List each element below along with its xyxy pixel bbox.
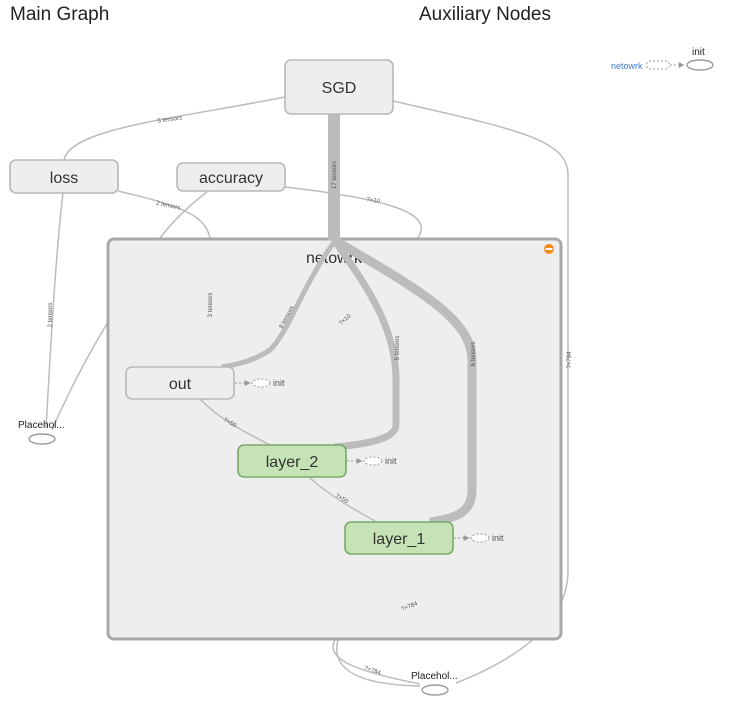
edge-out-layer2 [199, 398, 271, 446]
edge-label-net-l1: 6 tensors [471, 342, 477, 367]
edge-net-layer1 [331, 236, 477, 527]
edge-placeholder-loop [336, 639, 421, 687]
layer2-node[interactable] [237, 444, 347, 478]
edge-sgd-placeholder [392, 100, 569, 684]
edge-label-loss-ph: 2 tensors [48, 303, 54, 328]
edge-label-acc-out: ?×10 [366, 197, 381, 205]
layer2-init-node[interactable] [363, 456, 383, 466]
netowrk-cluster[interactable] [106, 237, 563, 641]
edge-label-sgd-net: 17 tensors [332, 161, 338, 189]
edge-accuracy-cluster [159, 190, 209, 239]
sgd-node[interactable] [284, 59, 394, 115]
edge-label-sgd-loss: 5 tensors [157, 115, 182, 124]
out-node-label: out [169, 376, 192, 393]
edge-net-layer2 [331, 237, 400, 451]
aux-init-label: init [692, 47, 705, 58]
placeholder-left-label: Placehol... [18, 420, 65, 431]
accuracy-node-label: accuracy [199, 170, 263, 187]
placeholder-bottom-label: Placehol... [411, 671, 458, 682]
edge-layer2-layer1 [309, 477, 376, 522]
loss-node-label: loss [50, 170, 78, 187]
layer1-init-node[interactable] [470, 533, 490, 543]
collapse-icon-bar [545, 248, 553, 250]
layer1-init-label: init [492, 533, 504, 543]
edge-label-ph-loop: ?×784 [363, 666, 382, 677]
layer1-node-label: layer_1 [373, 531, 426, 548]
layer2-node-label: layer_2 [266, 454, 319, 471]
aux-netowrk-link[interactable]: netowrk [611, 61, 643, 71]
out-init-label: init [273, 378, 285, 388]
edge-label-loss-out-top: 2 tensors [156, 201, 181, 212]
out-init-node[interactable] [251, 378, 271, 388]
edge-cluster-placeholder [51, 321, 109, 431]
loss-node[interactable] [9, 159, 119, 194]
out-node[interactable] [125, 366, 235, 400]
placeholder-bottom-node[interactable] [421, 684, 449, 696]
edge-sgd-loss [63, 96, 286, 161]
layer1-node[interactable] [344, 521, 454, 555]
placeholder-left-node[interactable] [28, 433, 56, 445]
accuracy-node[interactable] [176, 162, 286, 192]
main-graph-title: Main Graph [10, 4, 110, 25]
edge-label-net-l2: 5 tensors [395, 336, 401, 361]
aux-netowrk-node[interactable] [646, 60, 670, 70]
edge-label-loss-out: 3 tensors [208, 293, 214, 318]
edge-loss-placeholder [45, 192, 64, 429]
sgd-node-label: SGD [322, 80, 357, 97]
aux-init-node[interactable] [686, 59, 714, 71]
edge-label-sgd-ph: ?×784 [567, 351, 573, 369]
auxiliary-nodes-title: Auxiliary Nodes [419, 4, 551, 25]
layer2-init-label: init [385, 456, 397, 466]
edge-net-out [221, 240, 337, 370]
